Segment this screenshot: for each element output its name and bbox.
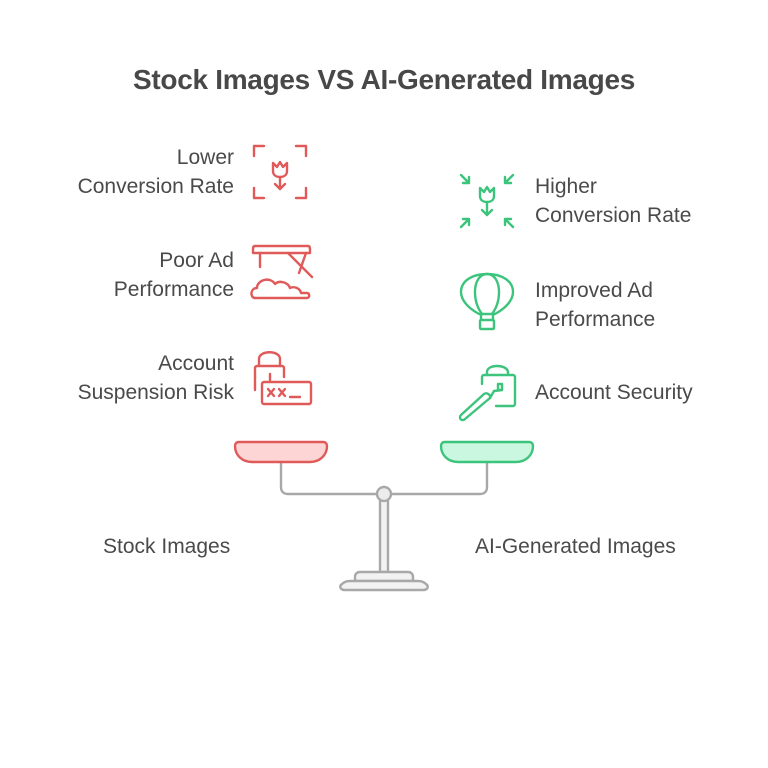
right-item-line1: Higher <box>535 175 597 198</box>
lock-key-icon <box>458 364 517 422</box>
left-item-account-suspension-risk: Account Suspension Risk <box>78 349 234 407</box>
right-item-line1: Account Security <box>535 381 693 404</box>
right-arm <box>383 460 489 496</box>
right-item-line1: Improved Ad <box>535 279 653 302</box>
left-pan <box>233 440 329 464</box>
scale-pivot <box>375 485 393 503</box>
right-item-account-security: Account Security <box>535 378 693 407</box>
scale-pillar <box>378 498 390 574</box>
broken-billboard-cloud-icon <box>250 244 314 300</box>
right-caption-ai-generated-images: AI-Generated Images <box>475 535 676 558</box>
right-item-higher-conversion-rate: Higher Conversion Rate <box>535 172 691 230</box>
left-item-line2: Performance <box>113 278 234 301</box>
scale-base-top <box>353 570 415 583</box>
right-item-line2: Performance <box>535 308 656 331</box>
left-caption-stock-images: Stock Images <box>103 535 231 558</box>
right-item-improved-ad-performance: Improved Ad Performance <box>535 276 655 334</box>
page-title: Stock Images VS AI-Generated Images <box>133 64 635 95</box>
focus-flower-icon <box>459 173 515 229</box>
left-item-line2: Suspension Risk <box>77 381 234 404</box>
left-item-line2: Conversion Rate <box>77 175 234 198</box>
left-item-line1: Poor Ad <box>159 249 234 272</box>
left-item-line1: Lower <box>176 146 234 169</box>
left-item-lower-conversion-rate: Lower Conversion Rate <box>78 143 234 201</box>
left-item-poor-ad-performance: Poor Ad Performance <box>114 246 234 304</box>
left-arm <box>279 460 385 496</box>
lock-password-error-icon <box>253 351 313 406</box>
right-pan <box>439 440 535 464</box>
right-item-line2: Conversion Rate <box>535 204 692 227</box>
scale-base-bottom <box>339 579 429 592</box>
hot-air-balloon-icon <box>459 272 515 331</box>
left-item-line1: Account <box>158 352 234 375</box>
framed-flower-icon <box>252 144 308 200</box>
